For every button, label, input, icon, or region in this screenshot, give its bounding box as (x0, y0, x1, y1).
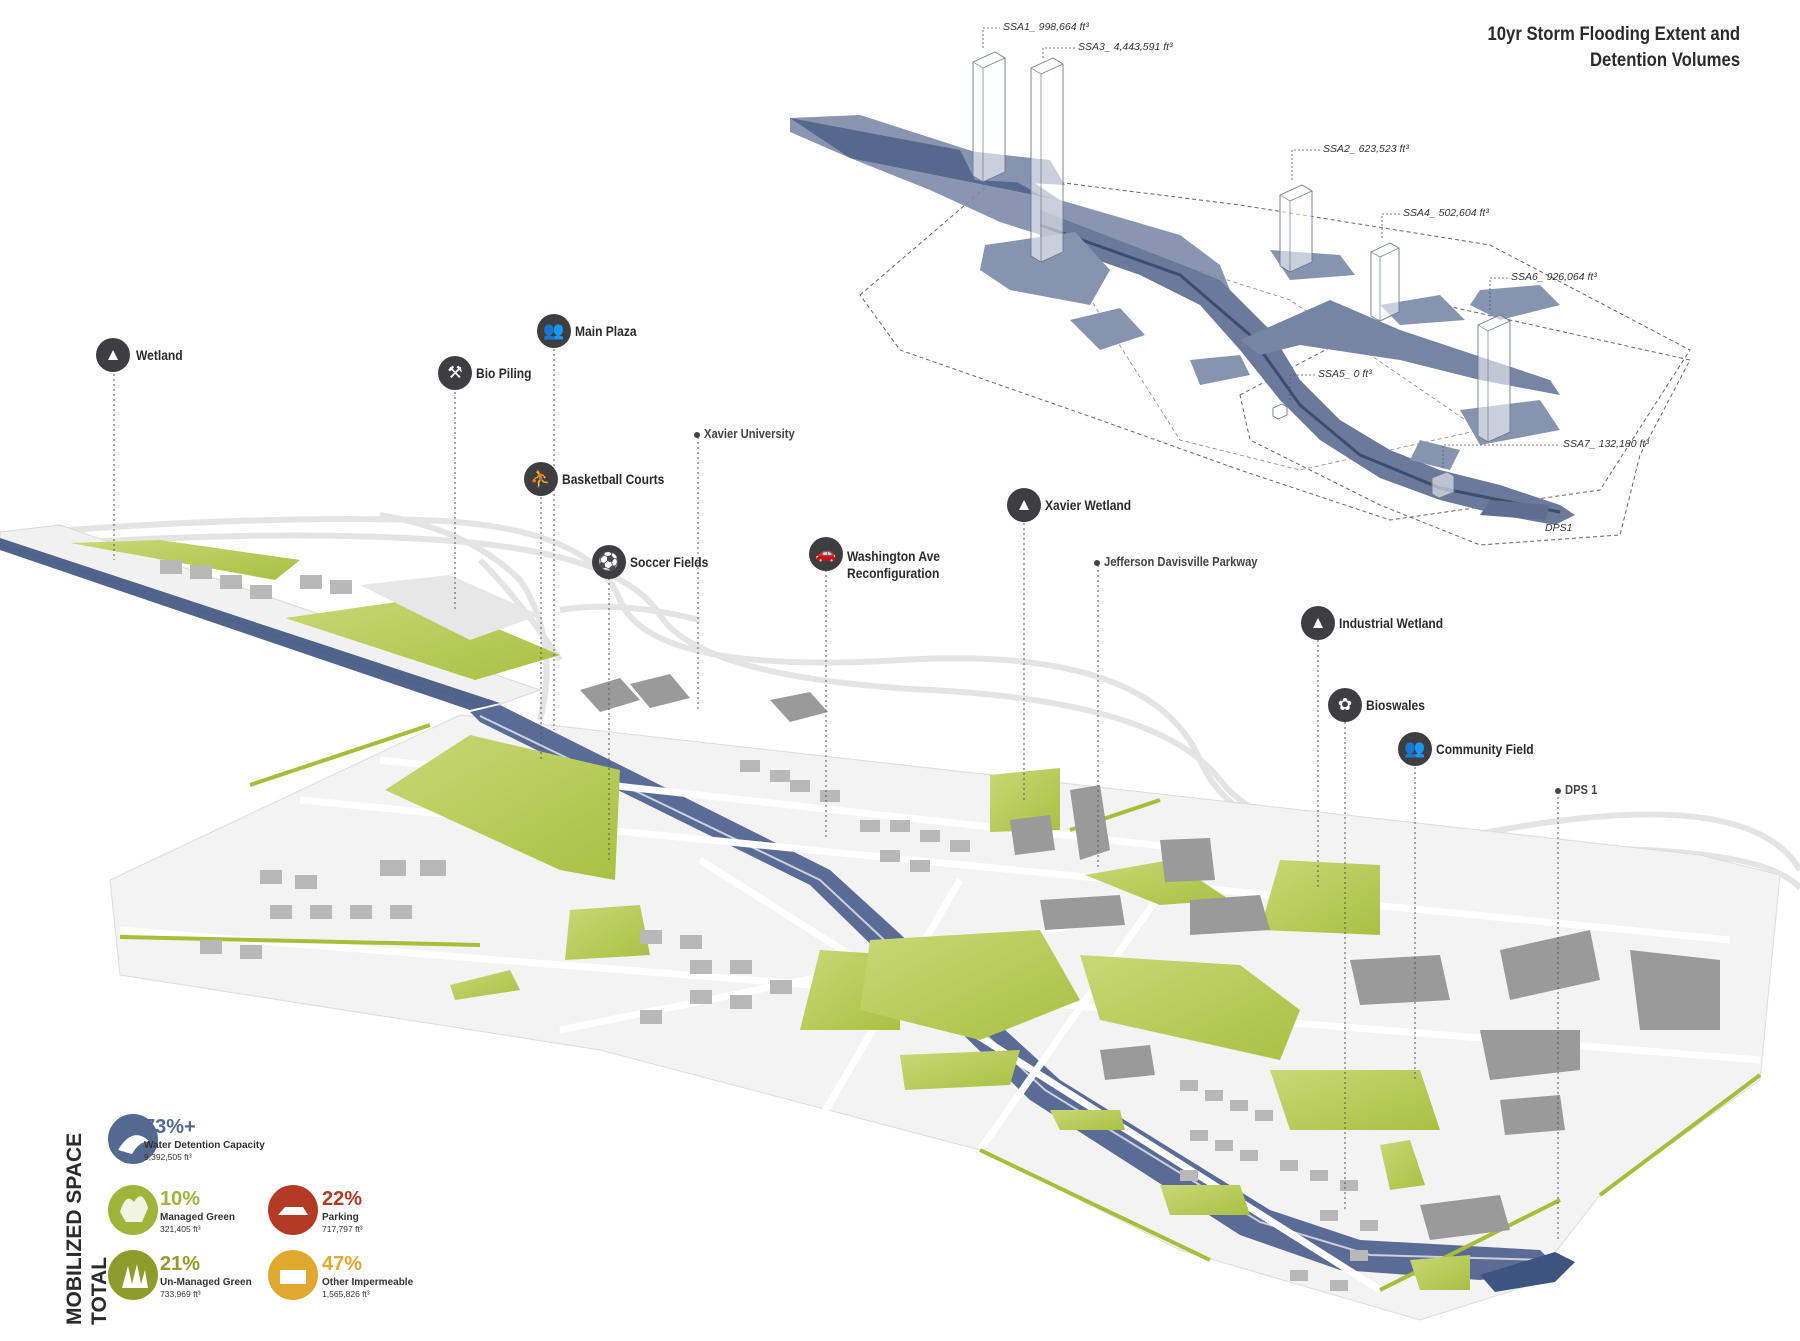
legend-heading-line2: TOTAL (88, 1256, 111, 1325)
basketball-player-icon: ⛹ (524, 462, 558, 496)
label-dps1: DPS 1 (1565, 782, 1598, 797)
label-jefferson-davisville-parkway: Jefferson Davisville Parkway (1104, 554, 1258, 569)
title-line-1: 10yr Storm Flooding Extent and (1487, 24, 1740, 45)
jefferson-davis-marker (1094, 560, 1100, 566)
ssa1-label: SSA1_ 998,664 ft³ (1003, 21, 1089, 33)
other-impermeable-value: 1,565,826 ft³ (322, 1289, 370, 1299)
diagram-title: 10yr Storm Flooding Extent and Detention… (1487, 22, 1740, 74)
tree-icon: ▲ (1007, 488, 1041, 522)
unmanaged-green-value: 733,969 ft³ (160, 1289, 201, 1299)
dps1-marker (1555, 788, 1561, 794)
label-xavier-university: Xavier University (704, 426, 795, 441)
label-xavier-wetland: Xavier Wetland (1045, 497, 1132, 513)
ssa4-label: SSA4_ 502,604 ft³ (1403, 207, 1489, 219)
label-washington-ave: Washington Ave Reconfiguration (847, 548, 940, 582)
other-impermeable-name: Other Impermeable (322, 1277, 414, 1288)
label-washington-ave-line1: Washington Ave (847, 548, 940, 564)
legend-graphics (108, 1114, 318, 1300)
water-name: Water Detention Capacity (144, 1140, 265, 1151)
managed-green-value: 321,405 ft³ (160, 1224, 201, 1234)
parking-percent: 22% (322, 1188, 363, 1210)
plant-icon: ✿ (1328, 688, 1362, 722)
unmanaged-green-percent: 21% (160, 1253, 201, 1275)
tree-icon: ▲ (1301, 606, 1335, 640)
car-icon: 🚗 (809, 537, 843, 571)
label-wetland: Wetland (136, 347, 183, 363)
soccer-player-icon: ⚽ (592, 545, 626, 579)
label-washington-ave-line2: Reconfiguration (847, 565, 940, 581)
water-value: 9,392,505 ft³ (144, 1152, 192, 1162)
other-impermeable-percent: 47% (322, 1253, 363, 1275)
ssa3-label: SSA3_ 4,443,591 ft³ (1078, 41, 1173, 53)
ssa6-label: SSA6_ 926,064 ft³ (1511, 271, 1597, 283)
label-basketball-courts: Basketball Courts (562, 471, 665, 487)
callout-leaders (113, 349, 1559, 1240)
legend-heading: MOBILIZED SPACE TOTAL (62, 1133, 112, 1325)
xavier-university-marker (694, 432, 700, 438)
parking-name: Parking (322, 1212, 359, 1223)
excavator-icon: ⚒ (438, 356, 472, 390)
water-percent: 73%+ (144, 1116, 196, 1138)
parking-value: 717,797 ft³ (322, 1224, 363, 1234)
legend-heading-line1: MOBILIZED SPACE (63, 1132, 86, 1325)
managed-green-name: Managed Green (160, 1212, 236, 1223)
people-icon: 👥 (537, 314, 571, 348)
label-bioswales: Bioswales (1366, 697, 1425, 713)
managed-green-percent: 10% (160, 1188, 201, 1210)
dps1-inset-label: DPS1 (1545, 522, 1573, 534)
tree-icon: ▲ (96, 338, 130, 372)
people-icon: 👥 (1398, 732, 1432, 766)
ssa7-label: SSA7_ 132,180 ft³ (1563, 438, 1649, 450)
label-bio-piling: Bio Piling (476, 365, 532, 381)
label-industrial-wetland: Industrial Wetland (1339, 615, 1444, 631)
label-soccer-fields: Soccer Fields (630, 554, 709, 570)
ssa2-label: SSA2_ 623,523 ft³ (1323, 143, 1409, 155)
flood-extent-inset (790, 27, 1691, 546)
title-line-2: Detention Volumes (1589, 50, 1740, 71)
label-main-plaza: Main Plaza (575, 323, 637, 339)
ssa5-label: SSA5_ 0 ft³ (1318, 368, 1372, 380)
label-community-field: Community Field (1436, 741, 1534, 757)
unmanaged-green-name: Un-Managed Green (160, 1277, 252, 1288)
district-base (0, 512, 1800, 1321)
